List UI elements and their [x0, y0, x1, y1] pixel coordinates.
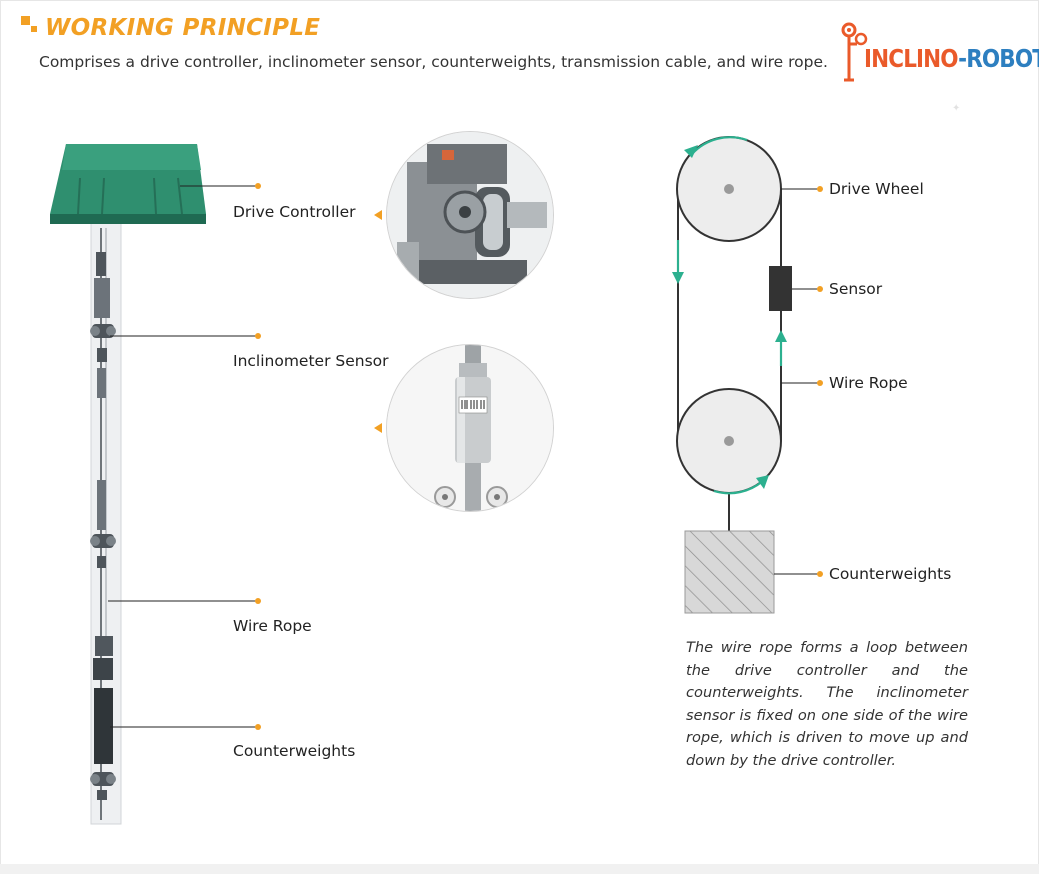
- brand-wordmark: INCLINO-ROBOT: [864, 44, 1039, 73]
- leader-dot: [817, 380, 823, 386]
- brand-logo: INCLINO-ROBOT: [840, 20, 1039, 86]
- drive-wheel-hub: [724, 184, 734, 194]
- leader-dot: [255, 333, 261, 339]
- inclinometer-sensor-closeup: [386, 344, 554, 512]
- rotation-arc-top: [691, 136, 748, 155]
- pointer-triangle-icon: [374, 423, 382, 433]
- brand-wordmark-part2: -ROBOT: [958, 44, 1039, 73]
- label-counterweights-left: Counterweights: [233, 742, 356, 760]
- arrow-head-icon: [684, 145, 698, 158]
- label-wire-rope-left: Wire Rope: [233, 617, 312, 635]
- leader-dot: [255, 598, 261, 604]
- leader-dot: [817, 571, 823, 577]
- sensor-modules: [90, 252, 116, 568]
- leader-dot: [817, 186, 823, 192]
- drive-mechanism-image: [387, 132, 553, 298]
- counterweight-stack: [90, 636, 116, 800]
- arrow-up-icon: [775, 330, 787, 342]
- label-counterweights-right: Counterweights: [829, 565, 952, 583]
- description-text: The wire rope forms a loop between the d…: [686, 639, 968, 769]
- sensor-block: [769, 266, 792, 311]
- label-wire-rope-right: Wire Rope: [829, 374, 908, 392]
- label-sensor: Sensor: [829, 280, 883, 298]
- title-squares-icon: [21, 16, 37, 32]
- leader-dot: [255, 183, 261, 189]
- counterweight-block: [684, 530, 775, 614]
- leader-dot: [255, 724, 261, 730]
- watermark: ✦: [952, 103, 961, 114]
- page-subtitle: Comprises a drive controller, inclinomet…: [39, 53, 828, 71]
- drive-controller-housing: [50, 144, 206, 224]
- bottom-wheel-hub: [724, 436, 734, 446]
- drive-controller-closeup: [386, 131, 554, 299]
- brand-wordmark-part1: INCLINO: [864, 44, 959, 73]
- inclinometer-probe-image: [387, 345, 553, 511]
- label-drive-controller: Drive Controller: [233, 203, 356, 221]
- label-inclinometer-sensor: Inclinometer Sensor: [233, 352, 389, 370]
- arrow-head-icon: [756, 475, 769, 489]
- bottom-strip: [0, 864, 1039, 874]
- arrow-down-icon: [672, 272, 684, 284]
- leader-dot: [817, 286, 823, 292]
- label-drive-wheel: Drive Wheel: [829, 180, 924, 198]
- robot-mascot-icon: [841, 22, 868, 82]
- pointer-triangle-icon: [374, 210, 382, 220]
- page-title: WORKING PRINCIPLE: [45, 15, 321, 41]
